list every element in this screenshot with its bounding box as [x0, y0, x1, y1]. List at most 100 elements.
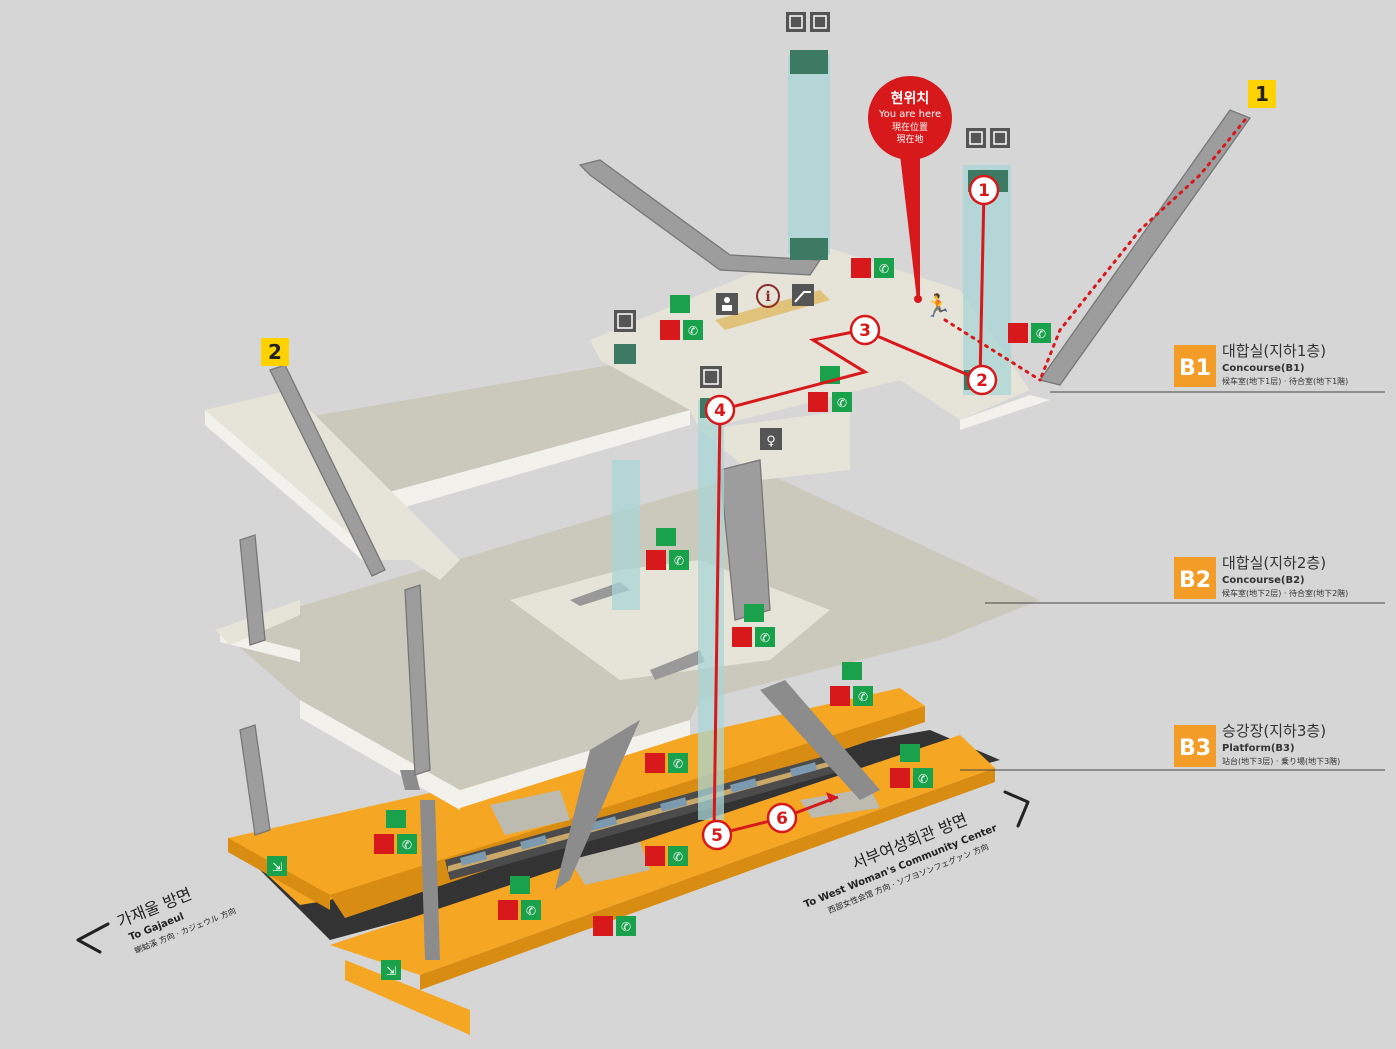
svg-text:🏃: 🏃	[924, 293, 951, 319]
svg-text:✆: ✆	[674, 554, 684, 568]
fire-extinguisher-icon	[645, 846, 665, 866]
emergency-phone-icon: ✆	[1031, 323, 1051, 343]
emergency-phone-icon: ✆	[616, 916, 636, 936]
first-aid-icon	[744, 604, 764, 622]
svg-text:✆: ✆	[837, 396, 847, 410]
you-are-here-en: You are here	[878, 109, 941, 120]
svg-text:♀: ♀	[766, 434, 776, 449]
fire-extinguisher-icon	[732, 627, 752, 647]
emergency-phone-icon: ✆	[683, 320, 703, 340]
svg-text:B2: B2	[1179, 568, 1211, 593]
svg-text:3: 3	[859, 321, 871, 341]
escalator-icon	[792, 284, 814, 306]
svg-text:✆: ✆	[621, 920, 631, 934]
svg-text:✆: ✆	[673, 757, 683, 771]
svg-text:5: 5	[711, 826, 723, 846]
fire-extinguisher-icon	[498, 900, 518, 920]
emergency-exit-icon: ⇲	[381, 960, 401, 980]
fire-extinguisher-icon	[808, 392, 828, 412]
you-are-here-ko: 현위치	[891, 91, 930, 107]
first-aid-icon	[670, 295, 690, 313]
svg-text:✆: ✆	[402, 838, 412, 852]
you-are-here-zh: 現在位置	[892, 121, 928, 133]
first-aid-icon	[900, 744, 920, 762]
elevator-icon	[614, 310, 636, 332]
fire-extinguisher-icon	[645, 753, 665, 773]
svg-text:1: 1	[978, 181, 990, 201]
fire-extinguisher-icon	[1008, 323, 1028, 343]
fire-extinguisher-icon	[374, 834, 394, 854]
you-are-here-marker: 현위치 You are here 現在位置 現在地	[868, 76, 952, 303]
svg-text:Concourse(B2): Concourse(B2)	[1222, 575, 1305, 586]
fire-extinguisher-icon	[890, 768, 910, 788]
route-step-5: 5	[701, 819, 733, 851]
svg-text:i: i	[765, 289, 770, 305]
icons: i ♀ ✆ ✆ ✆ ✆ ✆ ✆ ✆ ✆ ✆ ✆ ✆ ✆	[267, 12, 1051, 980]
route-step-3: 3	[849, 314, 881, 346]
emergency-phone-icon: ✆	[397, 834, 417, 854]
svg-text:⇲: ⇲	[272, 860, 282, 874]
elevator-shafts	[612, 55, 1011, 820]
route-steps: 1 2 3 4 5 6	[701, 174, 1000, 851]
svg-text:✆: ✆	[673, 850, 683, 864]
elevator-icon	[966, 128, 986, 148]
emergency-phone-icon: ✆	[832, 392, 852, 412]
fire-extinguisher-icon	[851, 258, 871, 278]
emergency-phone-icon: ✆	[668, 753, 688, 773]
stairs	[239, 109, 1252, 836]
emergency-exit-icon: ⇲	[267, 856, 287, 876]
fire-extinguisher-icon	[660, 320, 680, 340]
emergency-phone-icon: ✆	[913, 768, 933, 788]
exit-1-badge: 1	[1248, 80, 1276, 108]
fire-extinguisher-icon	[646, 550, 666, 570]
svg-text:候车室(地下1层) · 待合室(地下1階): 候车室(地下1层) · 待合室(地下1階)	[1222, 376, 1348, 386]
emergency-phone-icon: ✆	[755, 627, 775, 647]
svg-text:Concourse(B1): Concourse(B1)	[1222, 363, 1305, 374]
route	[712, 118, 1247, 837]
emergency-phone-icon: ✆	[521, 900, 541, 920]
svg-text:2: 2	[976, 371, 988, 391]
svg-text:6: 6	[776, 809, 788, 829]
elevator-icon	[786, 12, 806, 32]
floor-label-b3: B3 승강장(지하3층) Platform(B3) 站台(地下3层) · 乗り場…	[960, 722, 1385, 771]
svg-text:승강장(지하3층): 승강장(지하3층)	[1222, 722, 1326, 740]
svg-text:✆: ✆	[858, 690, 868, 704]
svg-text:1: 1	[1255, 82, 1269, 106]
svg-text:⇲: ⇲	[386, 964, 396, 978]
right-arrow-icon	[1003, 790, 1030, 828]
svg-text:2: 2	[268, 340, 282, 364]
route-step-4: 4	[704, 394, 736, 426]
train	[445, 752, 845, 880]
first-aid-icon	[656, 528, 676, 546]
floor-label-b1: B1 대합실(지하1층) Concourse(B1) 候车室(地下1层) · 待…	[1050, 342, 1385, 393]
svg-text:✆: ✆	[918, 772, 928, 786]
svg-text:B3: B3	[1179, 736, 1211, 761]
exit-2-badge: 2	[261, 338, 289, 366]
emergency-phone-icon: ✆	[853, 686, 873, 706]
emergency-phone-icon: ✆	[874, 258, 894, 278]
svg-text:B1: B1	[1179, 356, 1211, 381]
elevator-icon	[700, 366, 722, 388]
svg-text:대합실(지하1층): 대합실(지하1층)	[1222, 342, 1326, 360]
svg-text:候车室(地下2层) · 待合室(地下2階): 候车室(地下2层) · 待合室(地下2階)	[1222, 588, 1348, 598]
fire-extinguisher-icon	[830, 686, 850, 706]
columns	[400, 680, 880, 960]
first-aid-icon	[510, 876, 530, 894]
running-person-icon: 🏃	[924, 293, 951, 319]
route-step-6: 6	[766, 802, 798, 834]
information-icon: i	[756, 284, 780, 308]
svg-text:✆: ✆	[760, 631, 770, 645]
svg-text:✆: ✆	[1036, 327, 1046, 341]
svg-text:대합실(지하2층): 대합실(지하2층)	[1222, 554, 1326, 572]
elevator-icon	[990, 128, 1010, 148]
left-arrow-icon	[76, 922, 110, 954]
svg-text:Platform(B3): Platform(B3)	[1222, 743, 1295, 754]
svg-text:站台(地下3层) · 乗り場(地下3階): 站台(地下3层) · 乗り場(地下3階)	[1222, 756, 1340, 766]
svg-text:✆: ✆	[526, 904, 536, 918]
svg-text:4: 4	[714, 401, 726, 421]
restroom-icon: ♀	[760, 428, 782, 450]
route-step-2: 2	[966, 364, 998, 396]
emergency-phone-icon: ✆	[668, 846, 688, 866]
you-are-here-ja: 現在地	[896, 133, 923, 145]
